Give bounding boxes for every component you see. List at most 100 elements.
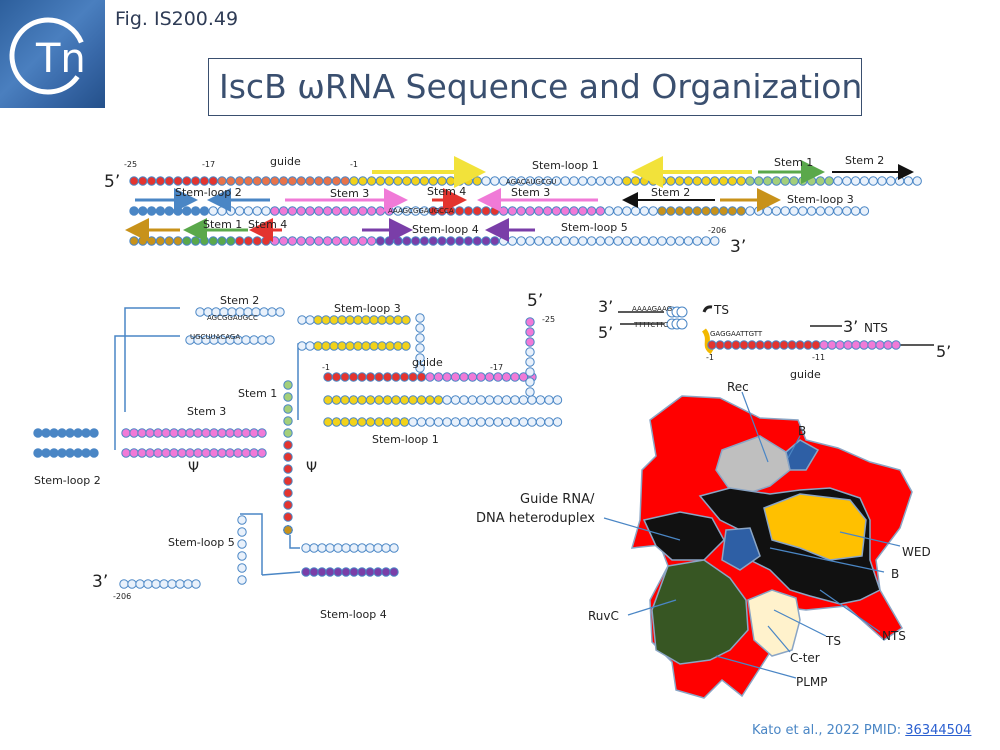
nucleotide-bead — [527, 417, 537, 427]
hd-seq-ts: AAAAGAAG — [632, 305, 672, 313]
nucleotide-bead — [419, 236, 430, 246]
nucleotide-bead — [415, 323, 425, 333]
nucleotide-bead — [323, 395, 333, 405]
pmid-link[interactable]: 36344504 — [905, 723, 972, 738]
nucleotide-bead — [153, 428, 163, 438]
nucleotide-bead — [771, 176, 782, 186]
leader-wed — [839, 531, 901, 547]
nucleotide-bead — [459, 417, 469, 427]
nucleotide-bead — [428, 176, 438, 186]
nucleotide-bead — [886, 176, 896, 186]
nucleotide-bead — [237, 527, 247, 537]
nucleotide-bead — [676, 318, 688, 330]
nucleotide-bead — [824, 176, 834, 186]
nucleotide-bead — [287, 236, 298, 246]
nucleotide-bead — [510, 417, 520, 427]
linear-stem3b-label: Stem 3 — [511, 186, 550, 199]
nucleotide-bead — [138, 176, 148, 186]
nucleotide-bead — [833, 206, 843, 216]
nucleotide-bead — [241, 335, 251, 345]
nucleotide-bead — [745, 206, 755, 216]
linear-pos-206: -206 — [708, 226, 726, 235]
nucleotide-bead — [622, 236, 632, 246]
nucleotide-bead — [739, 340, 749, 350]
nucleotide-bead — [481, 176, 491, 186]
nucleotide-bead — [129, 236, 139, 246]
nucleotide-bead — [89, 448, 99, 458]
linear-stemloop4-label: Stem-loop 4 — [412, 223, 479, 236]
nucleotide-bead — [401, 341, 411, 351]
nucleotide-bead — [525, 327, 535, 337]
nucleotide-bead — [723, 340, 733, 350]
nucleotide-bead — [467, 417, 478, 427]
nucleotide-bead — [701, 236, 711, 246]
nucleotide-bead — [261, 236, 271, 246]
nucleotide-bead — [129, 206, 139, 216]
citation: Kato et al., 2022 PMID: 36344504 — [752, 723, 971, 738]
nucleotide-bead — [789, 176, 799, 186]
nucleotide-bead — [630, 176, 641, 186]
nucleotide-bead — [891, 340, 901, 350]
sec-stemloop1-label: Stem-loop 1 — [372, 433, 439, 446]
nucleotide-bead — [819, 340, 829, 350]
nucleotide-bead — [415, 353, 425, 363]
nucleotide-bead — [145, 428, 155, 438]
hd-seq-mid: GAGGAATTGTT — [710, 330, 763, 338]
nucleotide-bead — [472, 176, 482, 186]
nucleotide-bead — [437, 236, 447, 246]
nucleotide-bead — [835, 340, 845, 350]
backbone-line-5 — [289, 535, 300, 549]
nucleotide-bead — [415, 313, 425, 323]
nucleotide-bead — [283, 392, 293, 402]
nucleotide-bead — [159, 579, 169, 589]
nucleotide-bead — [129, 428, 139, 438]
backbone-line-2 — [114, 335, 180, 450]
linear-stem3-label: Stem 3 — [330, 187, 369, 200]
title-box: IscB ωRNA Sequence and Organization — [208, 58, 862, 116]
nucleotide-bead — [391, 395, 401, 405]
nucleotide-bead — [779, 340, 789, 350]
nucleotide-bead — [173, 206, 183, 216]
nucleotide-bead — [305, 315, 315, 325]
nucleotide-bead — [510, 395, 520, 405]
linear-pos-1: -1 — [350, 160, 358, 169]
nucleotide-bead — [209, 448, 219, 458]
nucleotide-bead — [314, 176, 324, 186]
nucleotide-bead — [183, 579, 193, 589]
nucleotide-bead — [252, 206, 262, 216]
nucleotide-bead — [358, 206, 368, 216]
nucleotide-bead — [666, 206, 676, 216]
nucleotide-bead — [604, 176, 614, 186]
nucleotide-bead — [208, 176, 218, 186]
nucleotide-bead — [569, 206, 579, 216]
label-b-right: B — [891, 567, 899, 581]
nucleotide-bead — [193, 428, 203, 438]
nucleotide-bead — [815, 176, 826, 186]
label-wed: WED — [902, 545, 931, 559]
nucleotide-bead — [481, 236, 491, 246]
nucleotide-bead — [745, 176, 755, 186]
nucleotide-bead — [325, 567, 335, 577]
nucleotide-bead — [516, 236, 526, 246]
nucleotide-bead — [283, 428, 293, 438]
nucleotide-bead — [578, 236, 588, 246]
protein-structure-panel: Rec B Guide RNA/ DNA heteroduplex WED B … — [476, 380, 931, 699]
nucleotide-bead — [416, 417, 427, 427]
tn-logo-mark: Tn — [9, 17, 87, 95]
nucleotide-bead — [348, 417, 359, 427]
nucleotide-bead — [331, 417, 342, 427]
label-dna-heteroduplex: DNA heteroduplex — [476, 511, 595, 526]
nucleotide-bead — [278, 176, 289, 186]
nucleotide-bead — [190, 236, 201, 246]
nucleotide-bead — [459, 372, 469, 382]
nucleotide-bead — [317, 567, 327, 577]
linear-stem1b-label: Stem 1 — [203, 218, 242, 231]
nucleotide-bead — [718, 176, 729, 186]
nucleotide-bead — [701, 206, 711, 216]
nucleotide-bead — [361, 315, 371, 325]
nucleotide-bead — [894, 176, 905, 186]
leader-b-top — [787, 435, 801, 459]
nucleotide-bead — [65, 448, 75, 458]
nucleotide-bead — [454, 176, 465, 186]
nucleotide-bead — [199, 176, 210, 186]
